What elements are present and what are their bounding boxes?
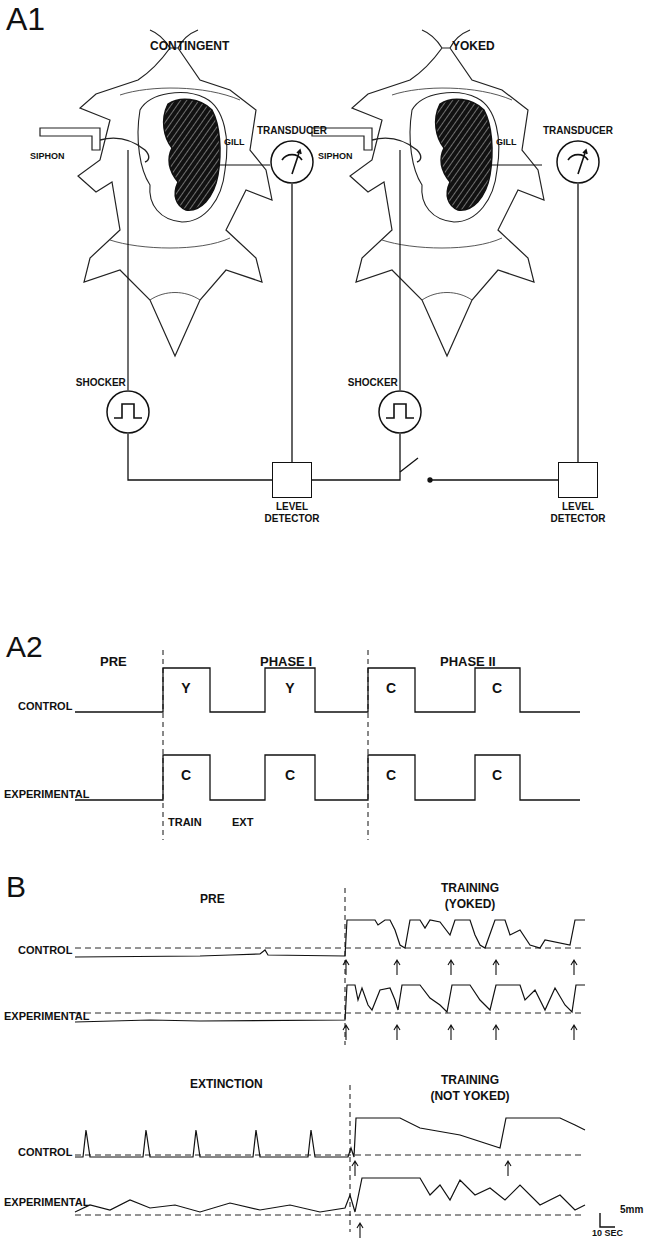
figure-label: EXPERIMENTAL	[4, 1010, 89, 1022]
transducer-circle: TRANSDUCER	[556, 140, 600, 184]
level-detector-box: LEVEL DETECTOR	[272, 462, 312, 498]
wire	[312, 434, 400, 480]
figure-label: TRAINING	[441, 1074, 499, 1087]
wire	[577, 184, 578, 462]
figure-label: TRAINING	[441, 882, 499, 895]
node-label: SHOCKER	[76, 377, 126, 389]
figure-label: GILL	[224, 138, 245, 148]
figure-label: 10 SEC	[592, 1229, 623, 1239]
figure-label: YOKED	[452, 40, 495, 53]
figure-label: PRE	[200, 893, 225, 906]
circle-outline	[106, 390, 150, 434]
figure-label: SIPHON	[30, 152, 65, 162]
circle-outline	[556, 140, 600, 184]
figure-label: EXTINCTION	[190, 1078, 263, 1091]
aplysia-drawing	[312, 30, 544, 390]
panel-letter: A1	[6, 2, 45, 37]
figure-label: PHASE II	[440, 655, 496, 669]
figure-label: C	[492, 768, 502, 783]
node-label: SHOCKER	[348, 377, 398, 389]
panel-letter: B	[6, 870, 26, 903]
figure-label: C	[386, 768, 396, 783]
level-detector-box: LEVEL DETECTOR	[558, 462, 598, 498]
shocker-circle: SHOCKER	[378, 390, 422, 434]
figure-label: EXT	[232, 816, 253, 828]
figure-label: C	[285, 768, 295, 783]
figure-label: C	[386, 681, 396, 696]
figure-label: CONTROL	[18, 944, 72, 956]
figure-label: (NOT YOKED)	[430, 1090, 509, 1103]
figure-label: 5mm	[620, 1204, 643, 1215]
node-label: TRANSDUCER	[257, 125, 327, 137]
figure-label: Y	[181, 681, 190, 696]
aplysia-drawing	[40, 30, 272, 390]
wire	[291, 184, 292, 462]
transducer-circle: TRANSDUCER	[270, 140, 314, 184]
node-label: TRANSDUCER	[543, 125, 613, 137]
figure-label: TRAIN	[168, 816, 202, 828]
figure-label: SIPHON	[318, 152, 353, 162]
phase-diagram	[75, 650, 580, 840]
figure-label: EXPERIMENTAL	[4, 1196, 89, 1208]
panel-letter: A2	[6, 630, 43, 663]
wire	[128, 434, 272, 480]
figure-label: PRE	[100, 655, 127, 669]
shocker-circle: SHOCKER	[106, 390, 150, 434]
figure-label: CONTROL	[18, 1146, 72, 1158]
switch	[400, 458, 558, 482]
figure-label: (YOKED)	[445, 898, 496, 911]
figure-label: EXPERIMENTAL	[4, 788, 89, 800]
response-traces	[75, 888, 615, 1238]
figure-label: PHASE I	[260, 655, 312, 669]
figure-label: GILL	[496, 138, 517, 148]
circle-outline	[270, 140, 314, 184]
figure-label: CONTINGENT	[150, 40, 229, 53]
figure-label: CONTROL	[18, 700, 72, 712]
figure-label: C	[181, 768, 191, 783]
node-label: LEVEL DETECTOR	[260, 501, 324, 524]
circle-outline	[378, 390, 422, 434]
figure-label: C	[492, 681, 502, 696]
node-label: LEVEL DETECTOR	[546, 501, 610, 524]
figure-label: Y	[285, 681, 294, 696]
